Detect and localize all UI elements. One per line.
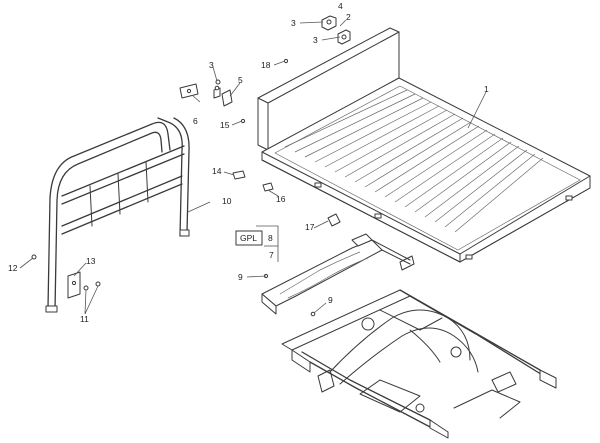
callout-13: 13 (86, 256, 96, 266)
callout-14: 14 (212, 166, 222, 176)
callout-1: 1 (484, 84, 489, 94)
hinge-bracket-left (179, 79, 233, 107)
leader-lines (19, 19, 487, 315)
bushing-14 (232, 170, 246, 180)
callout-9-right: 9 (328, 295, 333, 305)
callout-12: 12 (8, 263, 18, 273)
callout-9-left: 9 (238, 272, 243, 282)
mount-bracket (31, 254, 101, 299)
callout-10: 10 (222, 196, 232, 206)
callout-4: 4 (338, 1, 343, 11)
chassis-frame (281, 289, 557, 439)
callout-16: 16 (276, 194, 286, 204)
clip-17 (327, 213, 341, 227)
callout-8: 8 (268, 233, 273, 243)
callout-3-top: 3 (291, 18, 296, 28)
cargo-bed (257, 27, 591, 263)
gpl-label: GPL (240, 233, 257, 243)
callout-3-left: 3 (209, 60, 214, 70)
bumper-16 (262, 182, 274, 192)
roll-bar (45, 117, 190, 313)
callout-6: 6 (193, 116, 198, 126)
callout-11: 11 (80, 314, 89, 324)
callout-17: 17 (305, 222, 315, 232)
callout-15: 15 (220, 120, 230, 130)
callout-2: 2 (346, 12, 351, 22)
callout-3-mid: 3 (313, 35, 318, 45)
gpl-label-box (235, 230, 263, 246)
hinge-bracket-top (321, 15, 351, 45)
callout-7: 7 (269, 250, 274, 260)
callout-18: 18 (261, 60, 271, 70)
gpl-variant-box: GPL (235, 225, 279, 262)
callout-numbers: 1 2 3 3 3 4 5 6 7 8 9 9 10 11 12 13 14 1… (8, 1, 489, 324)
callout-5: 5 (238, 75, 243, 85)
rear-support-frame (261, 233, 415, 317)
